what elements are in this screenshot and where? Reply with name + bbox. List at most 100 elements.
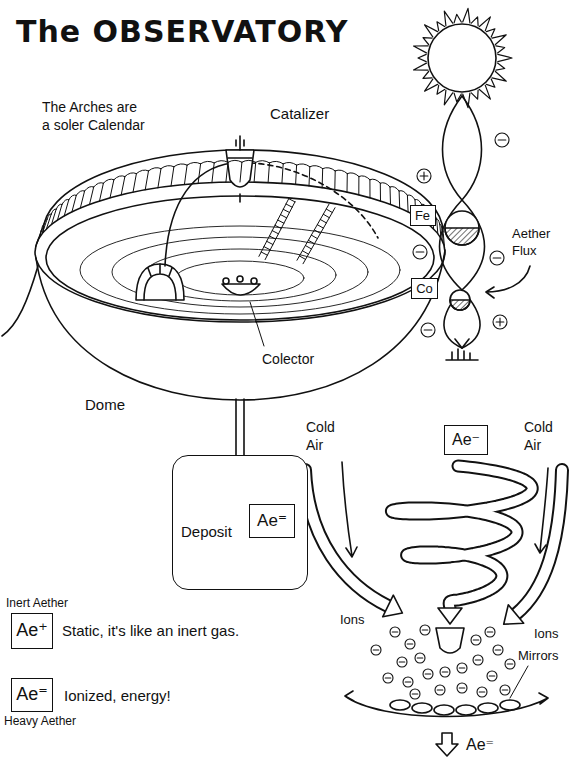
helix-strand bbox=[440, 96, 482, 348]
ion-arrow-outline bbox=[305, 470, 388, 606]
charge-sign bbox=[405, 681, 411, 682]
sketch-details bbox=[35, 8, 512, 337]
node-text: Ae⁼ bbox=[16, 683, 48, 706]
minus-charge bbox=[487, 671, 497, 681]
air-arrow bbox=[342, 462, 357, 557]
cup bbox=[436, 628, 464, 653]
charge-sign bbox=[399, 661, 405, 662]
minus-charge bbox=[473, 655, 483, 665]
leader-line bbox=[510, 666, 528, 698]
minus-charge bbox=[423, 669, 433, 679]
minus-charge bbox=[435, 685, 445, 695]
tank-label: Deposit bbox=[181, 522, 232, 542]
charge-sign bbox=[473, 639, 479, 640]
flux-arrow bbox=[486, 266, 530, 298]
minus-charge bbox=[500, 685, 510, 695]
air-arrow bbox=[535, 468, 548, 553]
minus-charge bbox=[420, 625, 430, 635]
charge-sign bbox=[459, 667, 465, 668]
part-name: Dome bbox=[85, 395, 125, 415]
spiral-outline bbox=[391, 466, 532, 609]
mirrors bbox=[345, 691, 548, 717]
minus-charge bbox=[505, 659, 515, 669]
sketch-stroke bbox=[500, 700, 520, 710]
charge-sign bbox=[479, 691, 485, 692]
charge-sign bbox=[385, 677, 391, 678]
dome-base bbox=[2, 266, 38, 336]
arch-band bbox=[43, 150, 443, 232]
ion-field bbox=[371, 625, 515, 699]
legend-text: Ionized, energy! bbox=[64, 686, 171, 706]
deposit-tank: Deposit Ae⁼ bbox=[172, 455, 308, 590]
legend-box: Ae⁼Heavy Aether bbox=[11, 678, 53, 712]
minus-charge bbox=[410, 689, 420, 699]
charge-sign bbox=[487, 631, 493, 632]
minus-charge bbox=[371, 645, 381, 655]
charge-sign bbox=[459, 687, 465, 688]
catalizer-arch bbox=[250, 163, 378, 238]
element-box: Fe bbox=[410, 205, 436, 226]
ion-arrow-inner bbox=[305, 470, 388, 606]
note-text: The Arches are a soler Calendar bbox=[42, 98, 147, 134]
collector-knob bbox=[223, 278, 229, 284]
part-name: Mirrors bbox=[518, 648, 558, 665]
box-heading: Heavy Aether bbox=[4, 714, 76, 730]
charge-sign bbox=[437, 689, 443, 690]
part-name: Catalizer bbox=[270, 104, 329, 124]
aether-box: Ae⁻ bbox=[444, 425, 488, 455]
legend-box: Inert AetherAe⁺ bbox=[11, 613, 53, 649]
charge-sign bbox=[507, 663, 513, 664]
sketch-stroke bbox=[412, 703, 432, 713]
minus-charge bbox=[477, 687, 487, 697]
element-box: Co bbox=[411, 278, 438, 299]
solar-arches bbox=[35, 160, 444, 248]
product-label: Ae⁼ bbox=[466, 735, 494, 756]
pipe bbox=[236, 399, 244, 455]
sketch-stroke bbox=[80, 226, 400, 314]
minus-charge bbox=[490, 251, 504, 265]
minus-charge bbox=[413, 245, 427, 259]
helix-strand bbox=[443, 96, 485, 348]
part-name: Colector bbox=[262, 350, 314, 368]
sketch-stroke bbox=[176, 261, 304, 295]
minus-charge bbox=[383, 673, 393, 683]
minus-charge bbox=[495, 133, 509, 147]
charge-sign bbox=[493, 257, 501, 258]
minus-charge bbox=[415, 653, 425, 663]
charge-sign bbox=[442, 671, 448, 672]
charge-sign bbox=[495, 649, 501, 650]
node-text: Ae⁼ bbox=[257, 510, 287, 532]
collector bbox=[222, 284, 260, 295]
sketch-stroke bbox=[456, 705, 476, 715]
minus-charge bbox=[471, 635, 481, 645]
charge-sign bbox=[489, 675, 495, 676]
node-text: Ae⁺ bbox=[16, 619, 48, 642]
flow-label: Cold Air bbox=[524, 418, 566, 454]
fe-ball bbox=[445, 211, 479, 245]
minus-charge bbox=[405, 639, 415, 649]
charge-sign bbox=[425, 673, 431, 674]
minus-charge bbox=[403, 677, 413, 687]
sun bbox=[428, 24, 496, 92]
charge-sign bbox=[422, 629, 428, 630]
plus-charge bbox=[493, 315, 507, 329]
collector-knob bbox=[251, 278, 257, 284]
minus-charge bbox=[493, 645, 503, 655]
mechanism bbox=[136, 264, 184, 300]
diagram-title: The OBSERVATORY bbox=[16, 12, 348, 51]
charge-sign bbox=[407, 643, 413, 644]
collector-knob bbox=[237, 276, 243, 282]
charge-sign bbox=[502, 689, 508, 690]
fe-hatch bbox=[445, 228, 479, 245]
dome-bowl bbox=[36, 250, 445, 400]
spiral-head bbox=[438, 608, 462, 624]
spiral-inner bbox=[391, 466, 532, 609]
co-ball bbox=[450, 290, 470, 310]
minus-charge bbox=[397, 657, 407, 667]
ladder bbox=[259, 198, 295, 259]
node-text: Ae⁻ bbox=[452, 430, 480, 451]
sketch-stroke bbox=[478, 703, 498, 713]
ladder bbox=[297, 204, 335, 263]
mechanism-detail bbox=[144, 264, 176, 300]
